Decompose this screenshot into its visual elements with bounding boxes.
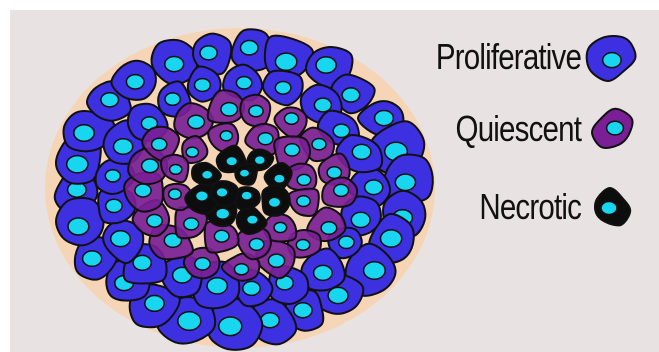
proliferative-cell-nucleus <box>67 156 88 173</box>
proliferative-cell-nucleus <box>351 212 370 227</box>
quiescent-cell-nucleus <box>297 174 311 185</box>
proliferative-cell-nucleus <box>111 231 131 247</box>
legend-icon-quiescent-nucleus <box>607 121 624 135</box>
quiescent-cell-nucleus <box>214 230 229 242</box>
necrotic-cell-nucleus <box>247 215 259 224</box>
necrotic-cell <box>262 185 290 215</box>
proliferative-cell-nucleus <box>339 236 354 248</box>
quiescent-cell-nucleus <box>321 222 337 235</box>
necrotic-cell-nucleus <box>254 156 265 165</box>
quiescent-cell-nucleus <box>312 139 326 150</box>
proliferative-cell-nucleus <box>241 41 259 55</box>
necrotic-cell-nucleus <box>216 208 230 219</box>
proliferative-cell-nucleus <box>375 111 394 126</box>
proliferative-cell-nucleus <box>178 312 201 331</box>
legend-label-proliferative: Proliferative <box>436 36 581 78</box>
proliferative-cell-nucleus <box>365 180 383 195</box>
quiescent-cell-nucleus <box>195 258 210 270</box>
proliferative-cell-nucleus <box>316 57 336 73</box>
proliferative-cell-nucleus <box>261 313 280 328</box>
proliferative-cell-nucleus <box>165 57 184 72</box>
quiescent-cell-nucleus <box>285 113 299 124</box>
quiescent-cell-nucleus <box>249 239 263 251</box>
quiescent-cell-nucleus <box>147 215 162 228</box>
necrotic-cell <box>211 181 238 207</box>
proliferative-cell-nucleus <box>74 125 94 142</box>
quiescent-cell-nucleus <box>258 133 273 145</box>
quiescent-cell-nucleus <box>297 196 310 207</box>
necrotic-cell-nucleus <box>274 174 285 183</box>
quiescent-cell-nucleus <box>249 105 263 116</box>
proliferative-cell-nucleus <box>352 144 371 159</box>
quiescent-cell-nucleus <box>135 184 151 197</box>
quiescent-cell-nucleus <box>186 147 198 157</box>
proliferative-cell-nucleus <box>83 251 102 266</box>
quiescent-cell-nucleus <box>142 159 159 173</box>
proliferative-cell-nucleus <box>101 93 119 107</box>
quiescent-cell-nucleus <box>274 222 287 232</box>
proliferative-cell-nucleus <box>395 174 415 190</box>
quiescent-cell-nucleus <box>235 264 249 275</box>
quiescent-cell-nucleus <box>334 184 349 196</box>
proliferative-cell-nucleus <box>207 278 227 294</box>
proliferative-cell-nucleus <box>314 265 333 280</box>
proliferative-cell-nucleus <box>236 77 251 89</box>
necrotic-cell-nucleus <box>268 197 280 207</box>
proliferative-cell-nucleus <box>275 53 296 70</box>
quiescent-cell-nucleus <box>184 218 199 230</box>
proliferative-cell-nucleus <box>342 88 360 102</box>
proliferative-cell-nucleus <box>165 93 180 105</box>
proliferative-cell-nucleus <box>200 46 217 60</box>
proliferative-cell-nucleus <box>243 281 260 295</box>
quiescent-cell-nucleus <box>285 144 300 156</box>
quiescent-cell-nucleus <box>169 189 182 199</box>
proliferative-cell-nucleus <box>314 98 331 112</box>
quiescent-cell <box>322 178 357 207</box>
proliferative-cell-nucleus <box>381 230 402 247</box>
proliferative-cell-nucleus <box>105 170 120 182</box>
quiescent-cell-nucleus <box>220 131 232 141</box>
quiescent-cell-nucleus <box>221 103 238 116</box>
proliferative-cell-nucleus <box>219 317 242 336</box>
proliferative-cell-nucleus <box>126 75 144 89</box>
proliferative-cell-nucleus <box>294 303 312 318</box>
proliferative-cell-nucleus <box>106 199 122 212</box>
legend-icon-necrotic-nucleus <box>601 202 617 215</box>
necrotic-cell-nucleus <box>241 191 252 200</box>
proliferative-cell-nucleus <box>145 296 164 312</box>
proliferative-cell-nucleus <box>195 79 211 92</box>
quiescent-cell-nucleus <box>188 115 205 128</box>
proliferative-cell-nucleus <box>114 139 133 155</box>
quiescent-cell <box>240 95 270 127</box>
proliferative-cell <box>56 198 104 245</box>
necrotic-cell-nucleus <box>202 170 213 179</box>
proliferative-cell-nucleus <box>68 218 89 235</box>
necrotic-cell-nucleus <box>196 191 209 201</box>
proliferative-cell-nucleus <box>275 82 291 95</box>
necrotic-cell-nucleus <box>226 157 238 166</box>
quiescent-cell-nucleus <box>268 254 284 267</box>
proliferative-cell-nucleus <box>364 262 386 279</box>
necrotic-cell-nucleus <box>216 188 228 198</box>
necrotic-cell <box>235 164 257 185</box>
quiescent-cell-nucleus <box>296 240 309 251</box>
legend-icon-proliferative-nucleus <box>603 53 621 68</box>
quiescent-cell-nucleus <box>170 165 182 175</box>
legend-label-quiescent: Quiescent <box>455 108 581 150</box>
proliferative-cell-nucleus <box>333 124 349 137</box>
quiescent-cell-nucleus <box>152 138 167 150</box>
necrotic-cell-nucleus <box>239 169 249 177</box>
legend-label-necrotic: Necrotic <box>479 186 581 228</box>
